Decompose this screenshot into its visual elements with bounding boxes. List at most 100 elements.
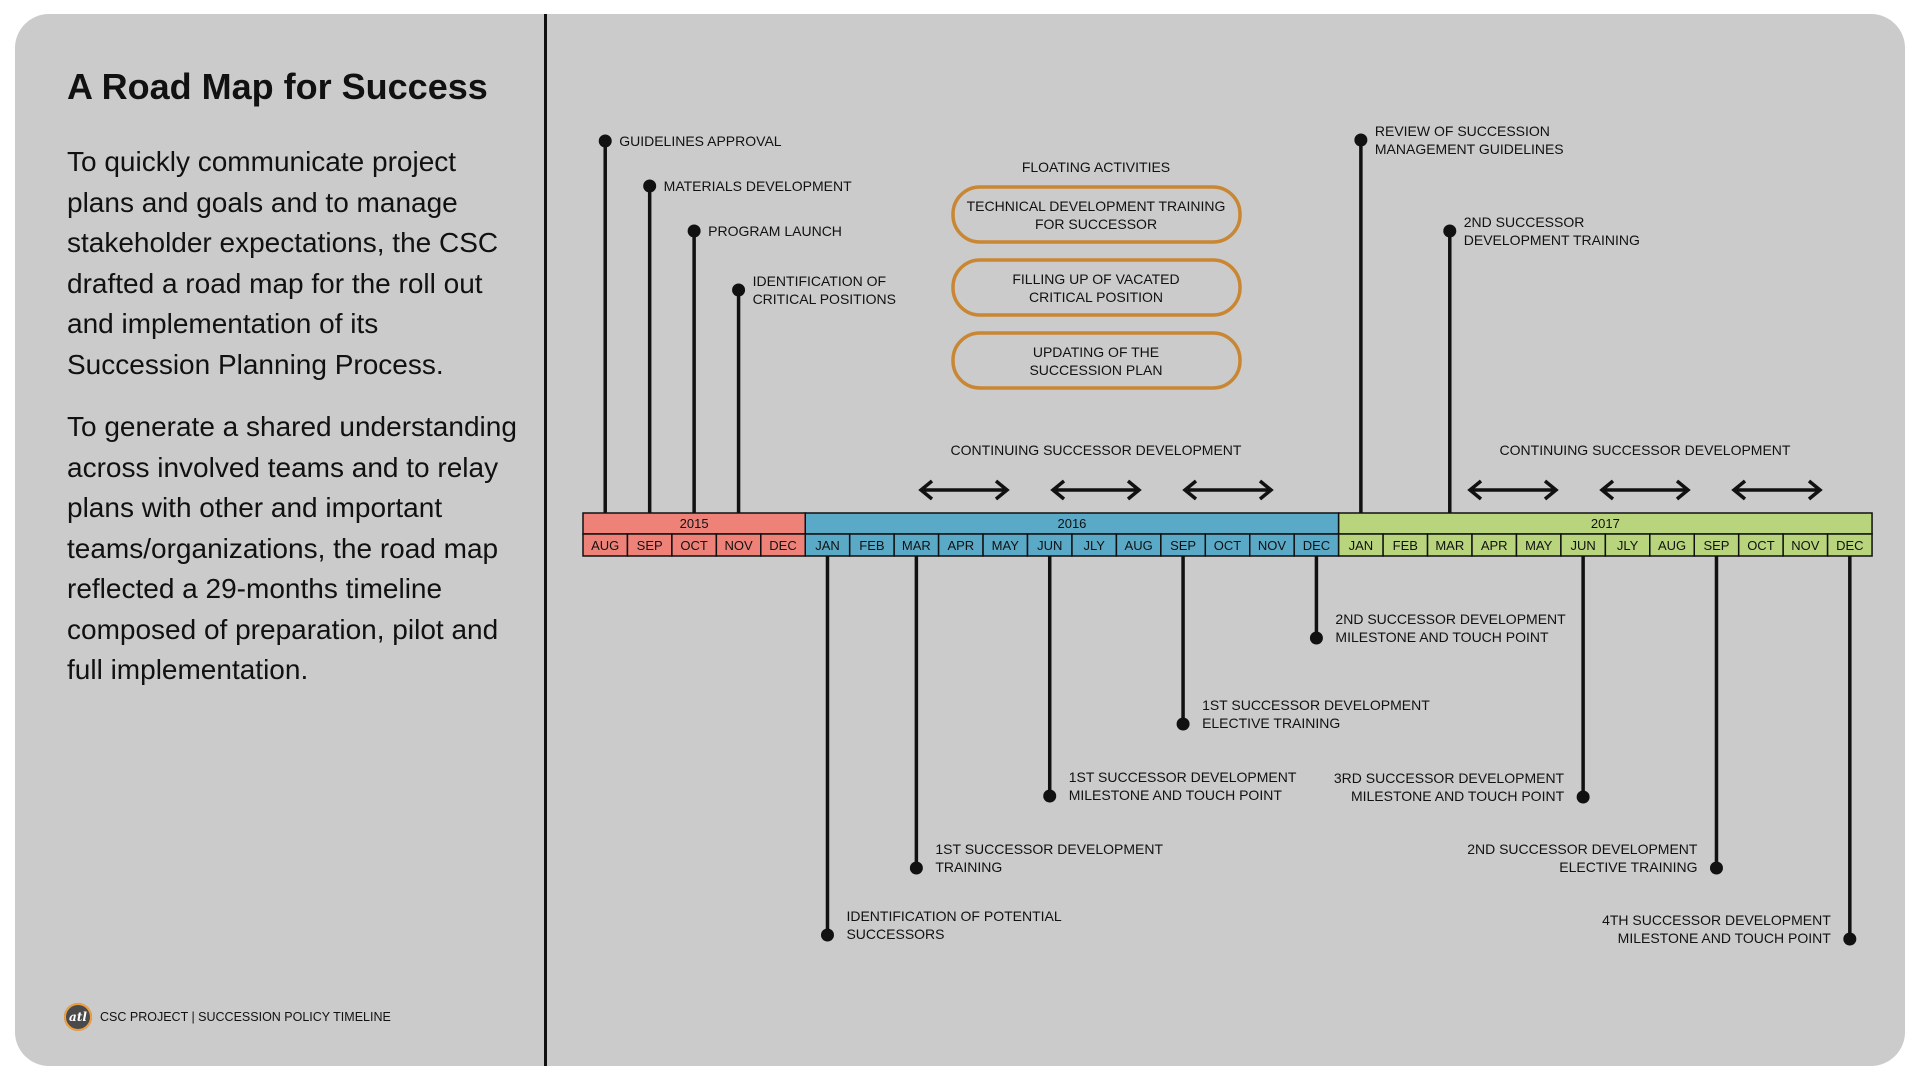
milestone-dot [909, 861, 923, 875]
milestone-label: 2ND SUCCESSOR [1464, 214, 1585, 230]
month-label: JUN [1037, 538, 1062, 553]
milestone-label: ELECTIVE TRAINING [1202, 715, 1340, 731]
arrow-head-left-icon [918, 479, 934, 501]
milestone-label: 1ST SUCCESSOR DEVELOPMENT [1202, 697, 1430, 713]
month-label: MAR [902, 538, 931, 553]
month-label: AUG [1125, 538, 1153, 553]
milestone-dot [643, 179, 657, 193]
milestone-dot [1709, 861, 1723, 875]
year-label: 2016 [1057, 516, 1086, 531]
floating-activity-box [951, 258, 1242, 317]
arrow-head-left-icon [1599, 479, 1615, 501]
month-label: FEB [1393, 538, 1418, 553]
month-label: OCT [680, 538, 708, 553]
milestone-label: CRITICAL POSITIONS [753, 291, 896, 307]
month-label: AUG [1658, 538, 1686, 553]
milestone-label: MANAGEMENT GUIDELINES [1375, 141, 1564, 157]
arrow-head-right-icon [1258, 479, 1274, 501]
month-label: OCT [1214, 538, 1242, 553]
floating-activity-label: FILLING UP OF VACATED [1012, 271, 1179, 287]
footer-text: CSC PROJECT | SUCCESSION POLICY TIMELINE [100, 1010, 391, 1024]
month-label: JLY [1617, 538, 1639, 553]
milestone-label: MILESTONE AND TOUCH POINT [1069, 787, 1283, 803]
atl-logo-icon: atl [64, 1003, 92, 1031]
floating-activity-label: TECHNICAL DEVELOPMENT TRAINING [967, 198, 1226, 214]
arrow-head-right-icon [1126, 479, 1142, 501]
year-label: 2015 [680, 516, 709, 531]
month-label: JAN [1349, 538, 1374, 553]
floating-activity-box [951, 331, 1242, 390]
milestone-dot [1843, 932, 1857, 946]
milestone-dot [1443, 224, 1457, 238]
milestone-label: GUIDELINES APPROVAL [619, 133, 782, 149]
milestone-dot [1176, 717, 1190, 731]
milestone-label: REVIEW OF SUCCESSION [1375, 123, 1550, 139]
milestone-label: 3RD SUCCESSOR DEVELOPMENT [1334, 770, 1565, 786]
milestone-label: MILESTONE AND TOUCH POINT [1335, 629, 1549, 645]
milestone-label: TRAINING [935, 859, 1002, 875]
floating-activity-label: SUCCESSION PLAN [1029, 362, 1162, 378]
month-label: APR [947, 538, 974, 553]
milestone-label: IDENTIFICATION OF POTENTIAL [846, 908, 1061, 924]
arrow-head-left-icon [1182, 479, 1198, 501]
milestone-label: 2ND SUCCESSOR DEVELOPMENT [1467, 841, 1698, 857]
milestone-label: PROGRAM LAUNCH [708, 223, 842, 239]
month-label: DEC [1836, 538, 1863, 553]
milestone-dot [598, 134, 612, 148]
milestone-label: MILESTONE AND TOUCH POINT [1618, 930, 1832, 946]
month-label: MAY [1525, 538, 1553, 553]
milestone-dot [732, 283, 746, 297]
milestone-dot [1576, 790, 1590, 804]
month-label: OCT [1747, 538, 1775, 553]
month-label: APR [1481, 538, 1508, 553]
milestone-label: MILESTONE AND TOUCH POINT [1351, 788, 1565, 804]
floating-activity-label: FOR SUCCESSOR [1035, 216, 1157, 232]
arrow-head-right-icon [1807, 479, 1823, 501]
milestone-label: ELECTIVE TRAINING [1559, 859, 1697, 875]
floating-activity-label: CRITICAL POSITION [1029, 289, 1163, 305]
floating-activity-box [951, 185, 1242, 244]
month-label: SEP [637, 538, 663, 553]
milestone-label: 2ND SUCCESSOR DEVELOPMENT [1335, 611, 1566, 627]
month-label: JLY [1083, 538, 1105, 553]
year-label: 2017 [1591, 516, 1620, 531]
floating-activity-label: UPDATING OF THE [1033, 344, 1159, 360]
milestone-dot [1043, 789, 1057, 803]
month-label: JAN [815, 538, 840, 553]
milestone-label: IDENTIFICATION OF [753, 273, 887, 289]
vertical-divider [544, 14, 547, 1066]
month-label: AUG [591, 538, 619, 553]
month-label: JUN [1570, 538, 1595, 553]
month-label: FEB [859, 538, 884, 553]
month-label: DEC [1303, 538, 1330, 553]
milestone-label: MATERIALS DEVELOPMENT [664, 178, 852, 194]
milestone-label: 4TH SUCCESSOR DEVELOPMENT [1602, 912, 1831, 928]
arrow-head-right-icon [1675, 479, 1691, 501]
month-label: NOV [1791, 538, 1820, 553]
month-label: SEP [1170, 538, 1196, 553]
page-title: A Road Map for Success [67, 66, 488, 107]
arrow-head-left-icon [1467, 479, 1483, 501]
milestone-dot [687, 224, 701, 238]
month-label: SEP [1703, 538, 1729, 553]
continuing-development-label: CONTINUING SUCCESSOR DEVELOPMENT [1500, 442, 1791, 458]
arrow-head-left-icon [1731, 479, 1747, 501]
month-label: DEC [769, 538, 796, 553]
milestone-label: 1ST SUCCESSOR DEVELOPMENT [1069, 769, 1297, 785]
footer: atl CSC PROJECT | SUCCESSION POLICY TIME… [64, 1003, 391, 1031]
intro-paragraph: To quickly communicate project plans and… [67, 146, 499, 380]
milestone-dot [1309, 631, 1323, 645]
month-label: MAR [1435, 538, 1464, 553]
milestone-label: DEVELOPMENT TRAINING [1464, 232, 1640, 248]
arrow-head-left-icon [1050, 479, 1066, 501]
arrow-head-right-icon [1543, 479, 1559, 501]
continuing-development-label: CONTINUING SUCCESSOR DEVELOPMENT [951, 442, 1242, 458]
month-label: NOV [724, 538, 753, 553]
milestone-label: 1ST SUCCESSOR DEVELOPMENT [935, 841, 1163, 857]
arrow-head-right-icon [994, 479, 1010, 501]
details-paragraph: To generate a shared understanding acros… [67, 411, 517, 685]
month-label: NOV [1258, 538, 1287, 553]
milestone-label: SUCCESSORS [846, 926, 944, 942]
month-label: MAY [992, 538, 1020, 553]
